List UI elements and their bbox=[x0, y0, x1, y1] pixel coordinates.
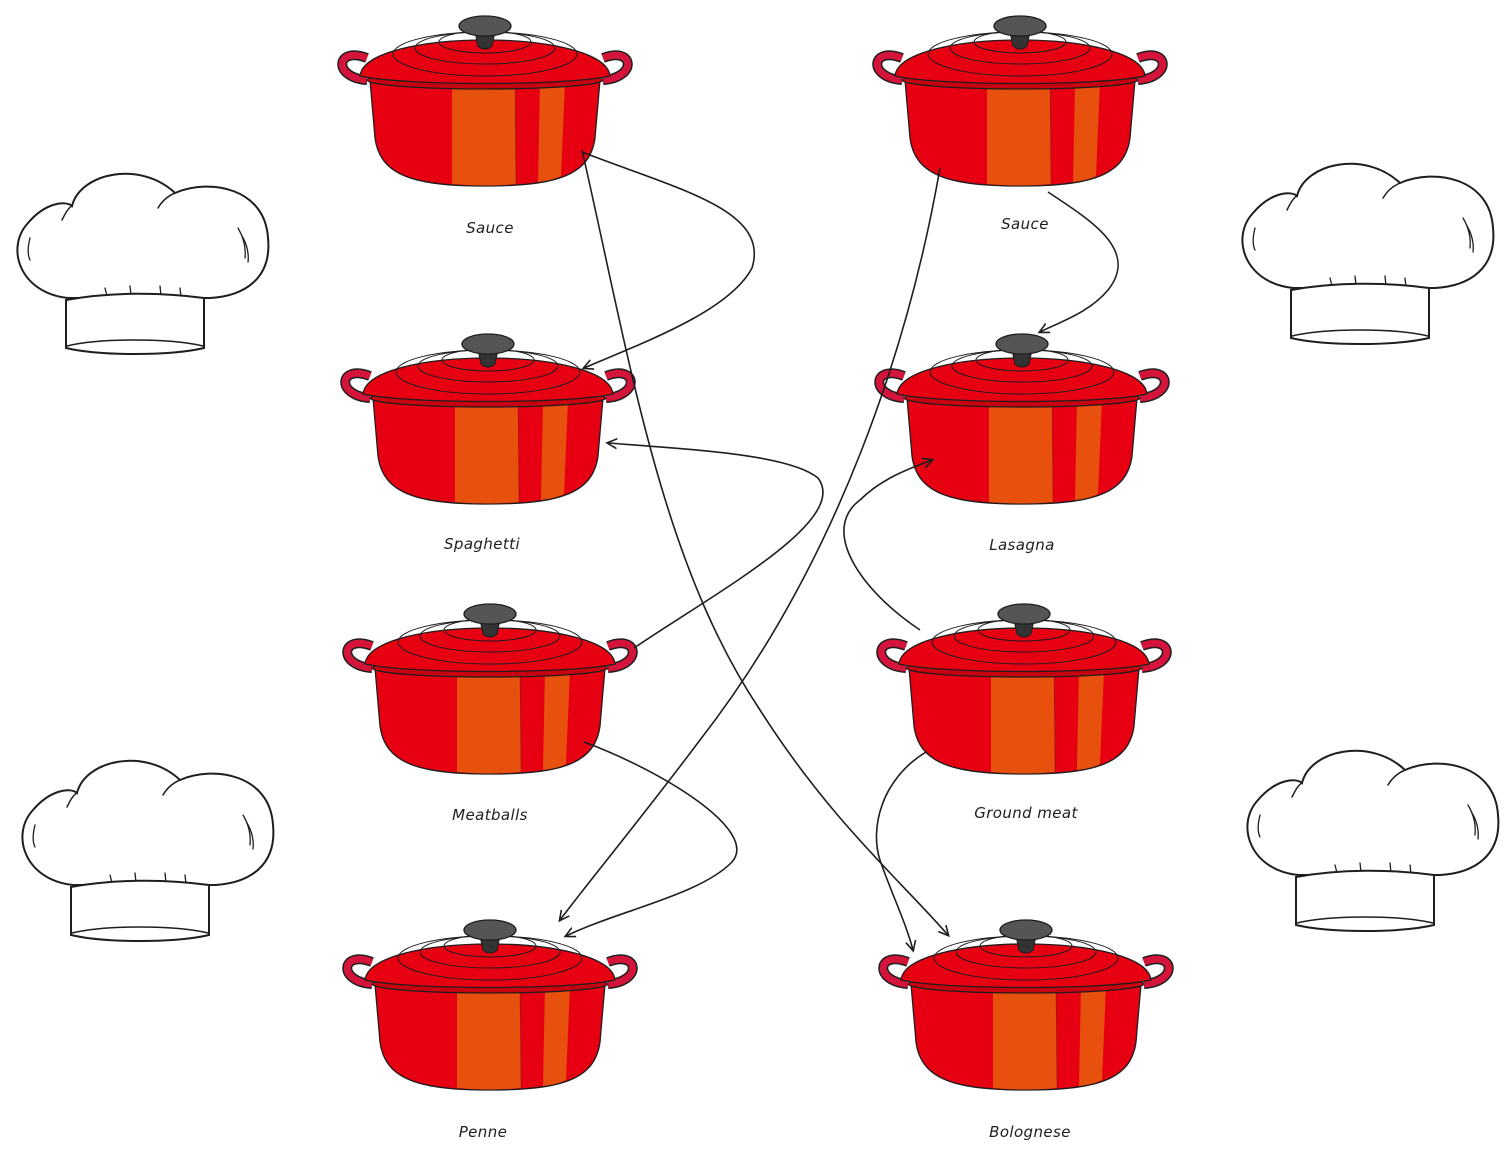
pot-lasagna[interactable]: Lasagna bbox=[879, 334, 1165, 554]
cast-iron-pot-icon bbox=[881, 604, 1167, 774]
pot-label: Bolognese bbox=[989, 1123, 1071, 1141]
pot-label: Meatballs bbox=[452, 806, 528, 824]
cast-iron-pot-icon bbox=[877, 16, 1163, 186]
chef-hat-icon bbox=[21, 759, 275, 942]
pot-bolognese[interactable]: Bolognese bbox=[883, 920, 1169, 1141]
chef-hat-icon bbox=[1241, 162, 1495, 345]
pot-label: Ground meat bbox=[974, 804, 1078, 822]
pot-label: Penne bbox=[459, 1123, 508, 1141]
pot-ground-meat[interactable]: Ground meat bbox=[881, 604, 1167, 822]
pot-label: Lasagna bbox=[989, 536, 1055, 554]
pot-sauce-left[interactable]: Sauce bbox=[342, 16, 628, 237]
arrow-sauce-right-to-penne bbox=[560, 167, 941, 920]
chef-hat-icon bbox=[1246, 749, 1500, 932]
arrow-sauce-to-spaghetti bbox=[582, 151, 755, 368]
pot-label: Sauce bbox=[1001, 215, 1049, 233]
pot-sauce-right[interactable]: Sauce bbox=[877, 16, 1163, 233]
pot-label: Sauce bbox=[466, 219, 514, 237]
arrow-ground-meat-to-lasagna bbox=[843, 460, 932, 631]
pot-penne[interactable]: Penne bbox=[347, 920, 633, 1141]
cast-iron-pot-icon bbox=[345, 334, 631, 504]
cast-iron-pot-icon bbox=[879, 334, 1165, 504]
arrow-meatballs-to-spaghetti bbox=[608, 443, 824, 649]
chef-hat-icon bbox=[16, 172, 270, 355]
pot-spaghetti[interactable]: Spaghetti bbox=[345, 334, 631, 553]
pot-meatballs[interactable]: Meatballs bbox=[347, 604, 633, 824]
arrow-sauce-right-to-lasagna bbox=[1040, 191, 1119, 332]
arrow-sauce-to-bolognese bbox=[581, 149, 948, 935]
cast-iron-pot-icon bbox=[883, 920, 1169, 1090]
cast-iron-pot-icon bbox=[347, 920, 633, 1090]
arrow-ground-meat-to-bolognese bbox=[875, 751, 927, 950]
arrow-meatballs-to-penne bbox=[566, 741, 738, 936]
pot-label: Spaghetti bbox=[444, 535, 520, 553]
cast-iron-pot-icon bbox=[347, 604, 633, 774]
